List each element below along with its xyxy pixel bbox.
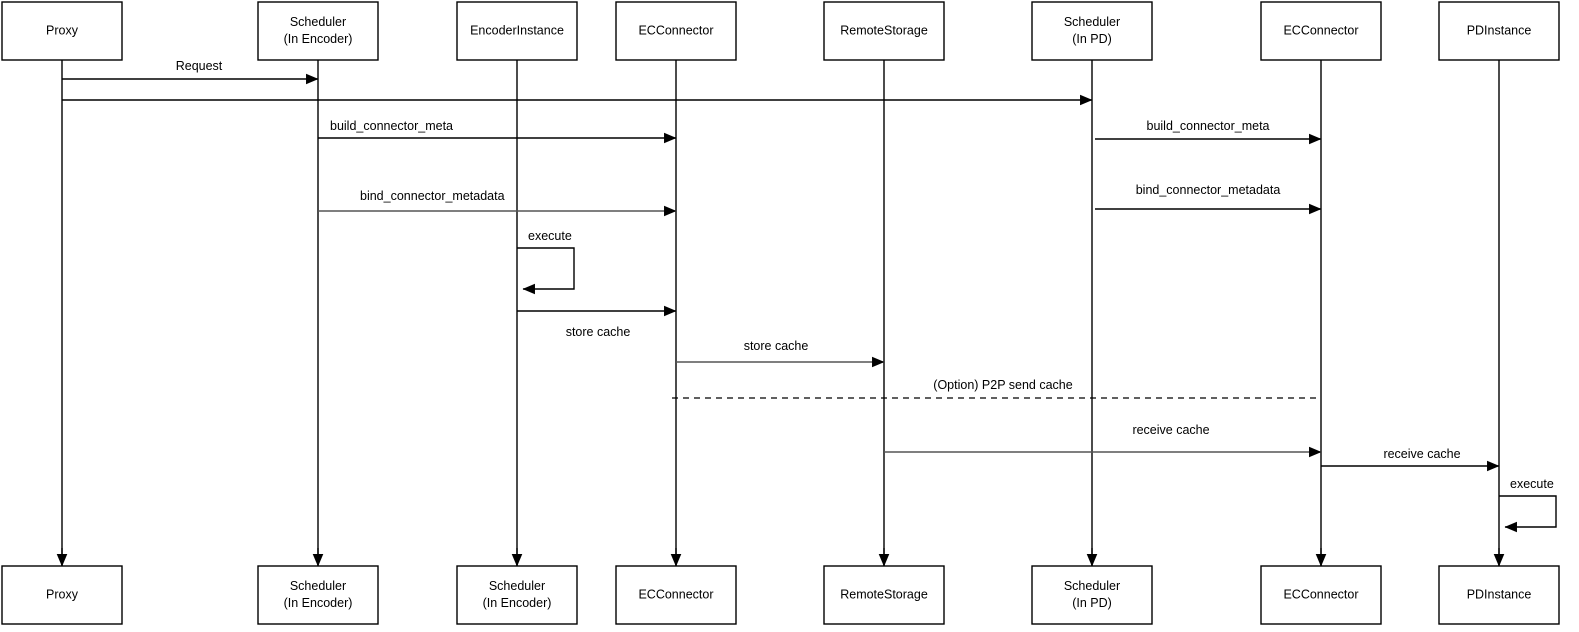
participant-box-bot-remote_store[interactable]: RemoteStorage [823,565,945,625]
participant-box-bot-sched_enc[interactable]: Scheduler (In Encoder) [257,565,379,625]
message-m1[interactable]: Request [62,59,319,85]
participant-label-bot-sched_pd: Scheduler [1064,579,1120,593]
participant-label-top-ec_conn_l: ECConnector [638,23,713,37]
message-label-m11: receive cache [1383,447,1460,461]
message-m6[interactable]: bind_connector_metadata [1095,183,1322,215]
participant-box-bot-proxy[interactable]: Proxy [1,565,123,625]
self-message-label-s2: execute [1510,477,1554,491]
message-label-m8: store cache [744,339,809,353]
message-label-m4: build_connector_meta [1147,119,1270,133]
message-m5[interactable]: bind_connector_metadata [318,189,677,217]
message-m4[interactable]: build_connector_meta [1095,119,1322,145]
participant-label-top-remote_store: RemoteStorage [840,23,928,37]
self-message-path-s1 [517,247,575,295]
message-m8[interactable]: store cache [676,339,885,368]
message-m10[interactable]: receive cache [884,423,1322,458]
participant-box-top-ec_conn_l[interactable]: ECConnector [615,1,737,61]
participant-label-bot-sched_pd: (In PD) [1072,596,1112,610]
participant-box-top-pd_inst[interactable]: PDInstance [1438,1,1560,61]
participant-label-top-pd_inst: PDInstance [1467,23,1532,37]
message-label-m10: receive cache [1132,423,1209,437]
participant-box-bot-encoder_inst[interactable]: Scheduler (In Encoder) [456,565,578,625]
participant-label-top-sched_enc: (In Encoder) [284,32,353,46]
participant-box-bot-sched_pd[interactable]: Scheduler (In PD) [1031,565,1153,625]
participant-label-bot-remote_store: RemoteStorage [840,587,928,601]
participant-label-bot-sched_enc: Scheduler [290,579,346,593]
participant-label-bot-pd_inst: PDInstance [1467,587,1532,601]
participant-label-top-encoder_inst: EncoderInstance [470,23,564,37]
self-message-s1[interactable]: execute [517,229,575,295]
message-label-m1: Request [176,59,223,73]
participant-box-top-proxy[interactable]: Proxy [1,1,123,61]
message-label-m9: (Option) P2P send cache [933,378,1072,392]
participant-label-bot-proxy: Proxy [46,587,79,601]
message-m11[interactable]: receive cache [1321,447,1500,472]
participant-label-bot-sched_enc: (In Encoder) [284,596,353,610]
message-m7[interactable]: store cache [517,305,677,339]
participant-box-bot-ec_conn_l[interactable]: ECConnector [615,565,737,625]
self-message-path-s2 [1499,495,1557,533]
messages-layer: Request build_connector_meta build_connect… [62,59,1500,472]
self-message-label-s1: execute [528,229,572,243]
participant-label-top-ec_conn_r: ECConnector [1283,23,1358,37]
message-label-m6: bind_connector_metadata [1136,183,1281,197]
participant-box-top-sched_enc[interactable]: Scheduler (In Encoder) [257,1,379,61]
participant-label-bot-ec_conn_r: ECConnector [1283,587,1358,601]
participant-box-bot-ec_conn_r[interactable]: ECConnector [1260,565,1382,625]
message-m9[interactable]: (Option) P2P send cache [672,378,1321,399]
participant-label-top-sched_pd: Scheduler [1064,15,1120,29]
lifelines-layer [56,60,1505,567]
participant-label-bot-ec_conn_l: ECConnector [638,587,713,601]
top-participant-boxes: Proxy Scheduler (In Encoder) EncoderInstanc… [1,1,1560,61]
participant-box-bot-pd_inst[interactable]: PDInstance [1438,565,1560,625]
participant-label-top-sched_pd: (In PD) [1072,32,1112,46]
participant-box-top-encoder_inst[interactable]: EncoderInstance [456,1,578,61]
participant-box-top-ec_conn_r[interactable]: ECConnector [1260,1,1382,61]
self-messages-layer: execute execute [517,229,1557,533]
participant-label-top-proxy: Proxy [46,23,79,37]
participant-label-top-sched_enc: Scheduler [290,15,346,29]
bottom-participant-boxes: Proxy Scheduler (In Encoder) Scheduler (In E… [1,565,1560,625]
participant-label-bot-encoder_inst: (In Encoder) [483,596,552,610]
message-label-m5: bind_connector_metadata [360,189,505,203]
message-m3[interactable]: build_connector_meta [318,119,677,144]
self-message-s2[interactable]: execute [1499,477,1557,533]
participant-box-top-remote_store[interactable]: RemoteStorage [823,1,945,61]
message-label-m3: build_connector_meta [330,119,453,133]
participant-label-bot-encoder_inst: Scheduler [489,579,545,593]
message-label-m7: store cache [566,325,631,339]
participant-box-top-sched_pd[interactable]: Scheduler (In PD) [1031,1,1153,61]
